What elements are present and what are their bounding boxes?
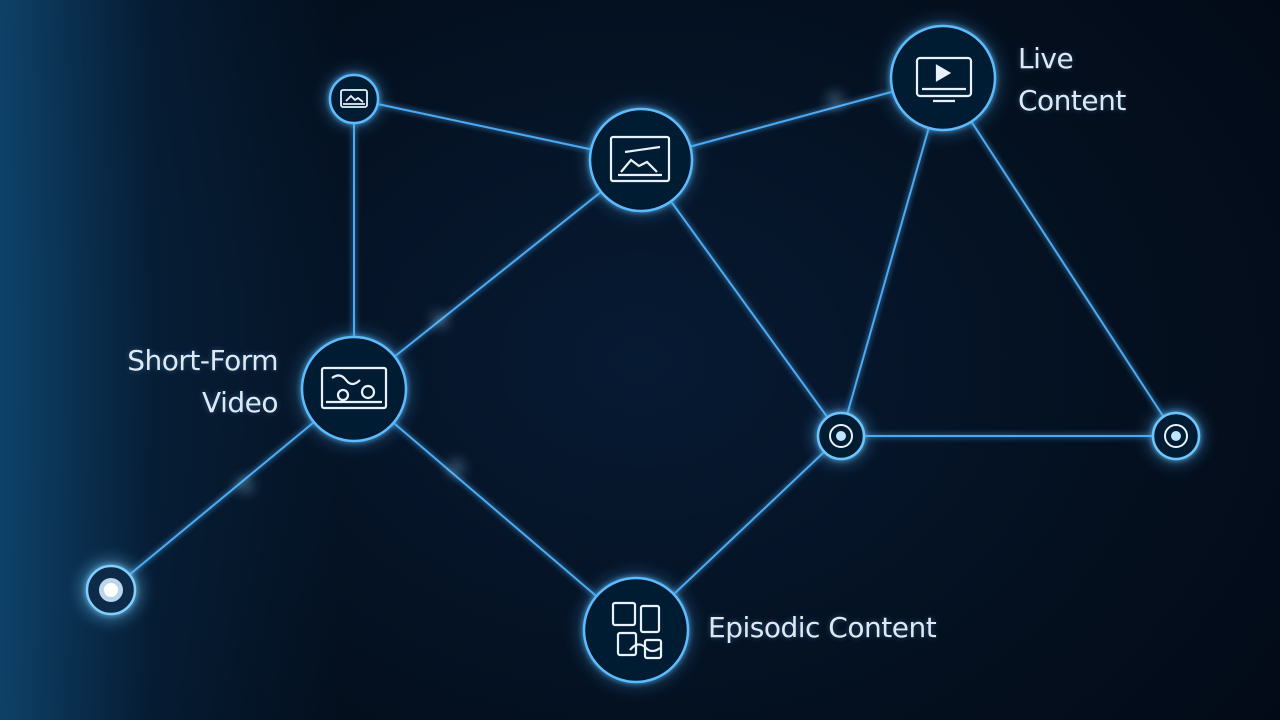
video-clip-icon <box>320 366 388 410</box>
node-center <box>583 102 699 218</box>
live-content-label-line2: Content <box>1018 84 1126 117</box>
image-frame-icon <box>609 135 671 183</box>
monitor-play-icon <box>915 56 973 103</box>
short-form-video-label: Short-Form Video <box>96 340 278 424</box>
episodic-content-label: Episodic Content <box>708 607 937 649</box>
node-bottom-left <box>79 558 143 622</box>
node-right-mid <box>811 406 871 466</box>
live-content-label-line1: Live <box>1018 42 1074 75</box>
live-content-label: Live Content <box>1018 38 1126 122</box>
edge-glint <box>240 480 250 490</box>
episodic-content-label-text: Episodic Content <box>708 611 937 644</box>
layered-content-icon <box>611 601 663 660</box>
small-video-icon <box>340 89 368 108</box>
edge-live-rightmid <box>840 77 944 437</box>
node-episodic <box>576 570 696 690</box>
edge-live-farright <box>942 77 1177 437</box>
edge-shortform-episodic <box>353 388 637 631</box>
circle-dot-icon <box>829 424 853 448</box>
circle-dot-icon <box>1164 424 1188 448</box>
left-edge-glow <box>0 0 340 720</box>
node-live <box>883 18 1003 138</box>
short-form-video-label-line1: Short-Form <box>127 344 278 377</box>
edge-glint <box>435 315 445 325</box>
edge-glint <box>451 463 461 473</box>
circle-dot-icon <box>99 578 123 602</box>
node-far-right <box>1146 406 1206 466</box>
edge-center-shortform <box>353 159 642 390</box>
short-form-video-label-line2: Video <box>202 386 278 419</box>
node-short-form <box>294 329 414 449</box>
node-top-left <box>324 69 384 129</box>
edge-glint <box>830 95 840 105</box>
